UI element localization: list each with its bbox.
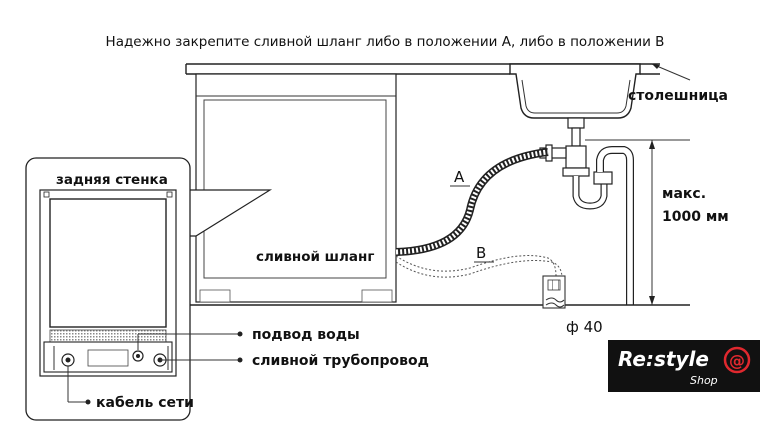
max-height-label-2: 1000 мм: [662, 209, 729, 225]
dishwasher: [195, 73, 397, 303]
drain-hose-a: [395, 148, 549, 256]
drain-hose-b: [395, 255, 557, 277]
callout-leaders: [67, 331, 243, 405]
countertop-label: столешница: [628, 88, 728, 104]
back-wall-label: задняя стенка: [56, 172, 168, 188]
diameter-label: ф 40: [566, 318, 603, 336]
max-height-label-1: макс.: [662, 186, 706, 202]
sink: [509, 63, 641, 119]
drain-pipe-label: сливной трубопровод: [252, 353, 429, 369]
position-a-label: A: [454, 168, 465, 186]
water-inlet-label: подвод воды: [252, 327, 360, 343]
sink-siphon: [539, 117, 634, 305]
logo-at-icon: @: [729, 351, 745, 370]
logo-sub: Shop: [690, 374, 718, 387]
power-cable-label: кабель сети: [96, 395, 194, 411]
countertop-leader: [651, 63, 691, 81]
back-wall-inset: [25, 157, 273, 421]
logo-brand: Re:style: [618, 347, 709, 371]
restyle-shop-logo: Re:style Shop @: [608, 340, 760, 392]
max-height-dimension: [585, 139, 690, 305]
standpipe: [542, 275, 566, 309]
position-b-label: B: [476, 244, 486, 262]
drain-hose-label: сливной шланг: [256, 249, 374, 265]
diagram-title: Надежно закрепите сливной шланг либо в п…: [106, 34, 665, 50]
